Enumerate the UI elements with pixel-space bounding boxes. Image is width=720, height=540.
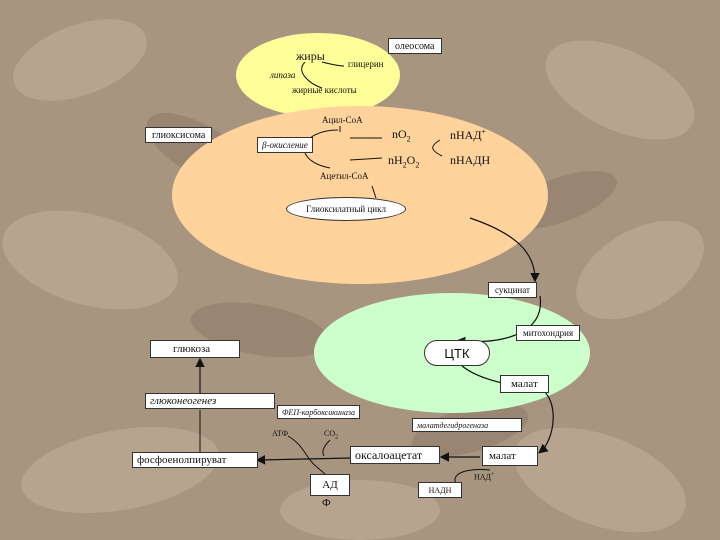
- atp-label: АТФ: [272, 429, 289, 438]
- nad-plus-text: НАД: [474, 472, 492, 482]
- nad-to-nadh-arrow: [432, 139, 443, 157]
- oleosome-label: олеосома: [388, 38, 442, 54]
- acetyl-to-cycle-arrow: [371, 185, 377, 199]
- h2o2-sub-2: 2: [415, 160, 420, 170]
- cyto-malate-label: малат: [482, 446, 538, 466]
- nad-plus-label: НАД+: [474, 472, 494, 482]
- co2-arrow: [322, 439, 331, 457]
- lipase-label: липаза: [270, 70, 296, 80]
- beta-oxidation-label: β-окисление: [257, 137, 313, 153]
- succinate-label: сукцинат: [488, 282, 537, 298]
- glycerol-arrow: [321, 61, 345, 67]
- mito-malate-label: малат: [500, 375, 549, 393]
- glyoxysome-organelle: [172, 106, 548, 284]
- nad-superscript: +: [481, 127, 487, 136]
- nadh-cyto-label: НАДН: [418, 482, 462, 498]
- fatty-acids-label: жирные кислоты: [292, 85, 357, 95]
- o2-text: nO: [392, 127, 407, 141]
- mitochondrion-label: митохондрия: [516, 325, 581, 341]
- oxaloacetate-label: оксалоацетат: [350, 446, 440, 464]
- o2-label: nO2: [392, 128, 411, 143]
- nad-plus-superscript: +: [491, 472, 495, 478]
- pepck-label: ФЕП-карбоксикиназа: [277, 405, 361, 419]
- tca-box: ЦТК: [424, 340, 490, 366]
- h2o2-mid: O: [406, 153, 416, 167]
- nad-text: nНАД: [450, 128, 482, 142]
- glycerol-label: глицерин: [348, 59, 384, 69]
- acetyl-coa-label: Ацетил-CoA: [320, 171, 369, 181]
- mdh-label: малатдегидрогеназа: [412, 418, 522, 432]
- lipase-arrow: [301, 61, 323, 89]
- succinate-transport-arrow: [469, 217, 540, 283]
- glyoxylate-cycle-box: Глиоксилатный цикл: [286, 197, 406, 221]
- o2-subscript: 2: [406, 134, 411, 144]
- co2-label: CO2: [324, 430, 338, 441]
- nad-label: nНАД+: [450, 127, 487, 142]
- fats-label: жиры: [296, 49, 325, 63]
- co2-text: CO: [324, 429, 336, 438]
- adp-label-line2: Ф: [322, 497, 331, 509]
- gluconeogenesis-label: глюконеогенез: [145, 393, 275, 409]
- adp-label: АД: [310, 474, 350, 496]
- pep-label: фосфоенолпируват: [132, 452, 258, 468]
- oleosome-organelle: [236, 33, 400, 117]
- h2o2-text: nH: [388, 153, 403, 167]
- co2-subscript: 2: [335, 434, 339, 441]
- nadh-label: nНАДН: [450, 153, 491, 167]
- h2o2-label: nH2O2: [388, 154, 419, 169]
- acyl-coa-label: Ацил-CoA: [322, 115, 363, 125]
- oxaloacetate-to-pep-arrow: [255, 455, 353, 465]
- glyoxysome-label: глиоксисома: [145, 127, 213, 143]
- h2o2-sub-1: 2: [402, 160, 407, 170]
- glucose-label: глюкоза: [150, 340, 240, 358]
